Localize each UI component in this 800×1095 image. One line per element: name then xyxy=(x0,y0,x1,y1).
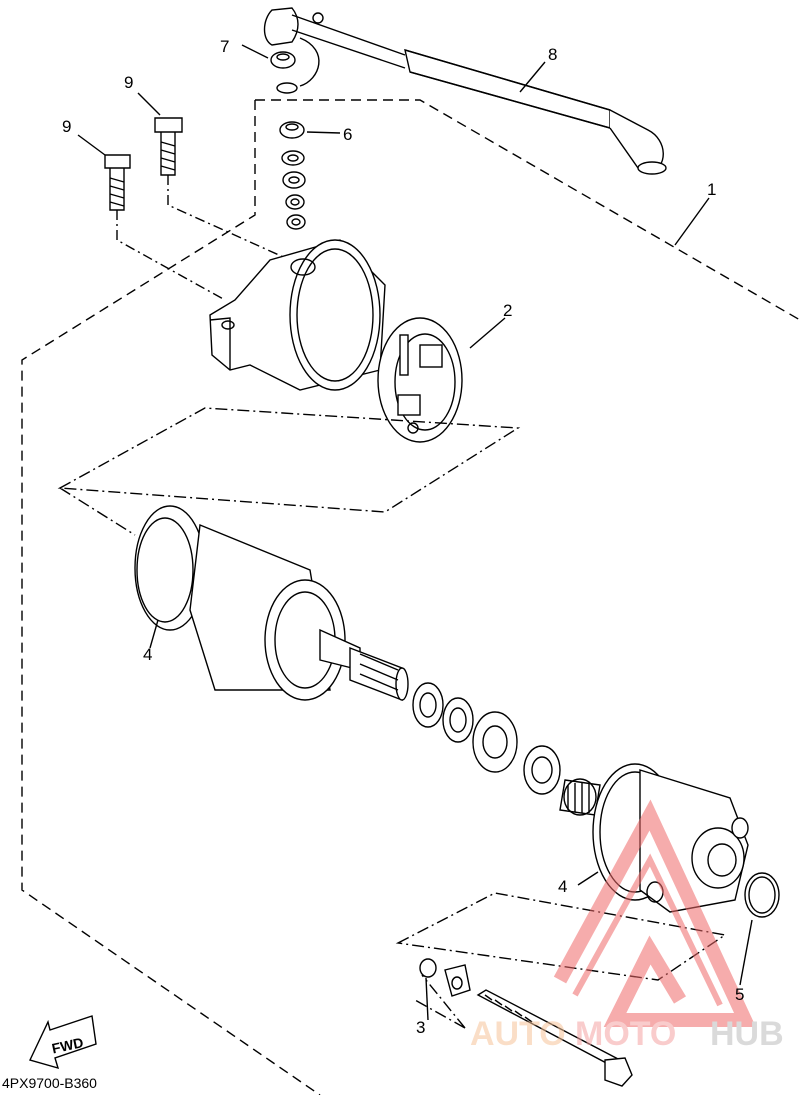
callout-2: 2 xyxy=(503,301,512,320)
o-ring-5 xyxy=(744,872,780,918)
callout-6: 6 xyxy=(343,125,352,144)
starter-end-cover xyxy=(209,239,386,391)
bolt-9-right xyxy=(154,117,183,176)
callout-4-right: 4 xyxy=(558,877,567,896)
lead-wire-part xyxy=(263,7,667,175)
through-bolt xyxy=(476,989,633,1087)
callout-5: 5 xyxy=(735,985,744,1004)
seal-plate-3 xyxy=(444,964,471,997)
watermark-logo: AUTO MOTO HUB xyxy=(470,799,784,1053)
brush-holder-2 xyxy=(377,317,463,443)
fwd-label: FWD xyxy=(50,1034,85,1056)
nut-7 xyxy=(270,51,296,69)
needle-bearing xyxy=(559,778,601,816)
watermark-part1: AUTO xyxy=(470,1015,566,1053)
callout-3: 3 xyxy=(416,1018,425,1037)
small-o-ring-3 xyxy=(419,958,437,978)
callout-1: 1 xyxy=(707,180,716,199)
washer-set xyxy=(412,682,561,795)
callout-9-left: 9 xyxy=(62,117,71,136)
fwd-arrow-icon xyxy=(29,1015,97,1070)
callout-8: 8 xyxy=(548,45,557,64)
nut-and-washers-6 xyxy=(279,121,306,230)
watermark-part3: HUB xyxy=(710,1015,784,1053)
yoke-armature-assembly xyxy=(134,505,409,702)
callout-9-right: 9 xyxy=(124,73,133,92)
watermark-part2: MOTO xyxy=(575,1015,676,1053)
callout-4-left: 4 xyxy=(143,645,152,664)
callout-7: 7 xyxy=(220,37,229,56)
assembly-boundary xyxy=(21,99,800,1095)
bolt-9-left xyxy=(104,154,131,211)
drawing-code: 4PX9700-B360 xyxy=(2,1075,97,1091)
